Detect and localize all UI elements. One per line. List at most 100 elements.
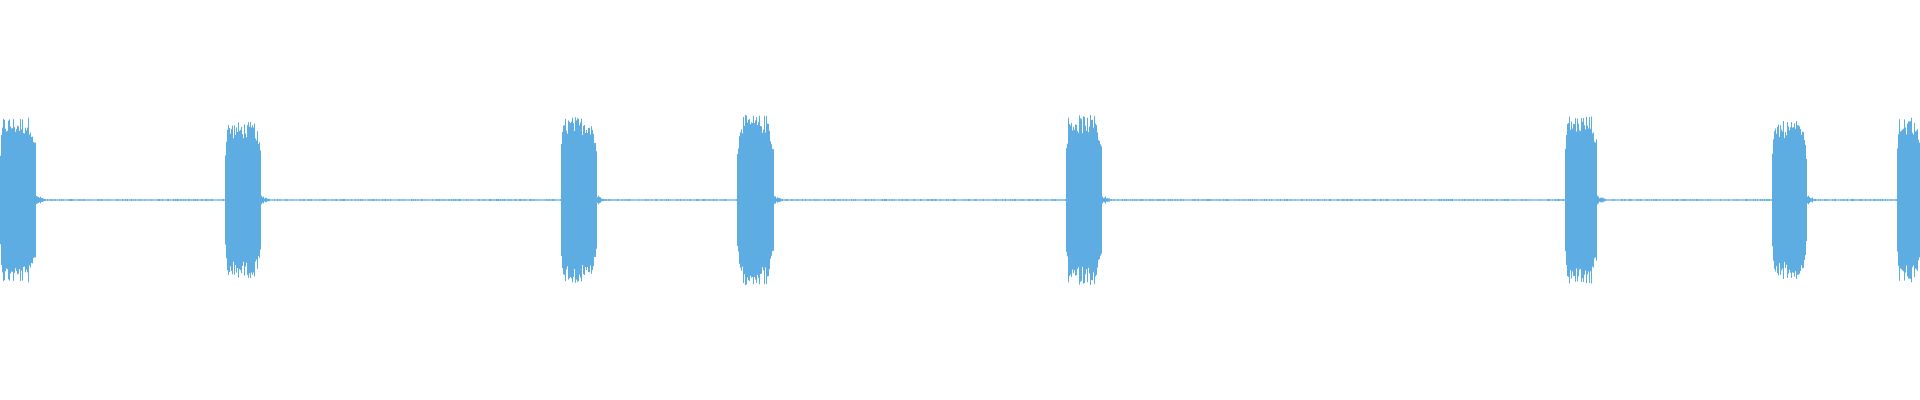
waveform-bar xyxy=(715,199,716,201)
waveform-bar xyxy=(503,199,504,201)
waveform-bar xyxy=(1247,199,1248,201)
waveform-bar xyxy=(1042,199,1043,201)
waveform-bar xyxy=(378,199,379,201)
waveform-bar xyxy=(1514,199,1515,201)
waveform-bar xyxy=(1225,199,1226,201)
waveform-bar xyxy=(1222,199,1223,201)
waveform-bar xyxy=(1070,125,1071,275)
waveform-bar xyxy=(872,199,873,201)
waveform-bar xyxy=(1646,199,1647,201)
waveform-bar xyxy=(1420,199,1421,201)
waveform-bar xyxy=(1531,199,1532,201)
waveform-bar xyxy=(611,199,612,201)
waveform-bar xyxy=(875,199,876,201)
waveform-bar xyxy=(1429,199,1430,201)
waveform-bar xyxy=(1873,199,1874,201)
waveform-bar xyxy=(224,199,225,201)
waveform-bar xyxy=(1386,199,1387,201)
waveform-bar xyxy=(1369,199,1370,201)
waveform-bar xyxy=(1872,199,1873,201)
waveform-bar xyxy=(1137,199,1138,201)
waveform-bar xyxy=(516,199,517,201)
waveform-bar xyxy=(840,199,841,201)
waveform-bar xyxy=(1507,198,1508,202)
waveform-bar xyxy=(736,199,737,201)
waveform-bar xyxy=(607,199,608,201)
waveform-bar xyxy=(1205,199,1206,201)
waveform-bar xyxy=(81,199,82,201)
waveform-bar xyxy=(447,199,448,201)
waveform-bar xyxy=(631,199,632,201)
waveform-bar xyxy=(1094,115,1095,285)
waveform-bar xyxy=(1685,199,1686,201)
waveform-bar xyxy=(1759,199,1760,201)
waveform-bar xyxy=(748,119,749,281)
waveform-bar xyxy=(967,199,968,201)
waveform-bar xyxy=(1170,198,1171,202)
waveform-bar xyxy=(561,144,562,256)
waveform-bar xyxy=(768,123,769,277)
waveform-bar xyxy=(172,199,173,201)
waveform-bar xyxy=(304,199,305,201)
waveform-bar xyxy=(1041,199,1042,201)
waveform-bar xyxy=(775,196,776,204)
waveform-bar xyxy=(709,199,710,201)
waveform-bar xyxy=(144,199,145,201)
waveform-bar xyxy=(995,199,996,201)
waveform-bar xyxy=(349,199,350,201)
waveform-bar xyxy=(948,199,949,201)
waveform-bar xyxy=(594,143,595,257)
waveform-bar xyxy=(1268,199,1269,201)
waveform-bar xyxy=(920,199,921,201)
waveform-bar xyxy=(1245,199,1246,201)
waveform-bar xyxy=(241,126,242,274)
waveform-bar xyxy=(129,199,130,201)
waveform-bar xyxy=(1315,199,1316,201)
waveform-bar xyxy=(1604,198,1605,202)
waveform-bar xyxy=(1359,198,1360,202)
waveform-bar xyxy=(909,199,910,201)
waveform-bar xyxy=(128,199,129,201)
waveform-bar xyxy=(1351,199,1352,201)
waveform-bar xyxy=(1050,199,1051,201)
waveform-bar xyxy=(1279,199,1280,201)
waveform-bar xyxy=(146,199,147,201)
waveform-bar xyxy=(665,199,666,201)
waveform-bar xyxy=(111,199,112,201)
waveform-bar xyxy=(145,199,146,201)
waveform-bar xyxy=(1878,199,1879,201)
waveform-bar xyxy=(1217,199,1218,201)
waveform-bar xyxy=(11,128,12,272)
waveform-bar xyxy=(1842,199,1843,201)
waveform-bar xyxy=(69,199,70,201)
waveform-bar xyxy=(879,199,880,201)
waveform-bar xyxy=(493,199,494,201)
waveform-bar xyxy=(1483,199,1484,201)
waveform-bar xyxy=(1812,197,1813,203)
waveform-bar xyxy=(33,142,34,258)
waveform-bar xyxy=(43,198,44,202)
waveform-bar xyxy=(168,199,169,202)
waveform-bar xyxy=(341,199,342,201)
waveform-bar xyxy=(1260,199,1261,201)
waveform-bar xyxy=(364,199,365,201)
waveform-bar xyxy=(887,199,888,201)
waveform-bar xyxy=(403,199,404,201)
waveform-bar xyxy=(617,199,618,201)
waveform-bar xyxy=(270,199,271,201)
waveform-bar xyxy=(1166,199,1167,201)
waveform-bar xyxy=(720,199,721,201)
waveform-bar xyxy=(1134,199,1135,201)
waveform-bar xyxy=(499,199,500,201)
waveform-bar xyxy=(1598,196,1599,204)
waveform-bar xyxy=(1195,199,1196,201)
waveform-bar xyxy=(695,199,696,201)
waveform-bar xyxy=(374,199,375,201)
waveform-bar xyxy=(592,129,593,271)
waveform-bar xyxy=(735,199,736,201)
waveform-bar xyxy=(531,199,532,201)
waveform-bar xyxy=(96,199,97,201)
waveform-bar xyxy=(1731,199,1732,201)
waveform-bar xyxy=(690,199,691,201)
waveform-bar xyxy=(547,199,548,201)
